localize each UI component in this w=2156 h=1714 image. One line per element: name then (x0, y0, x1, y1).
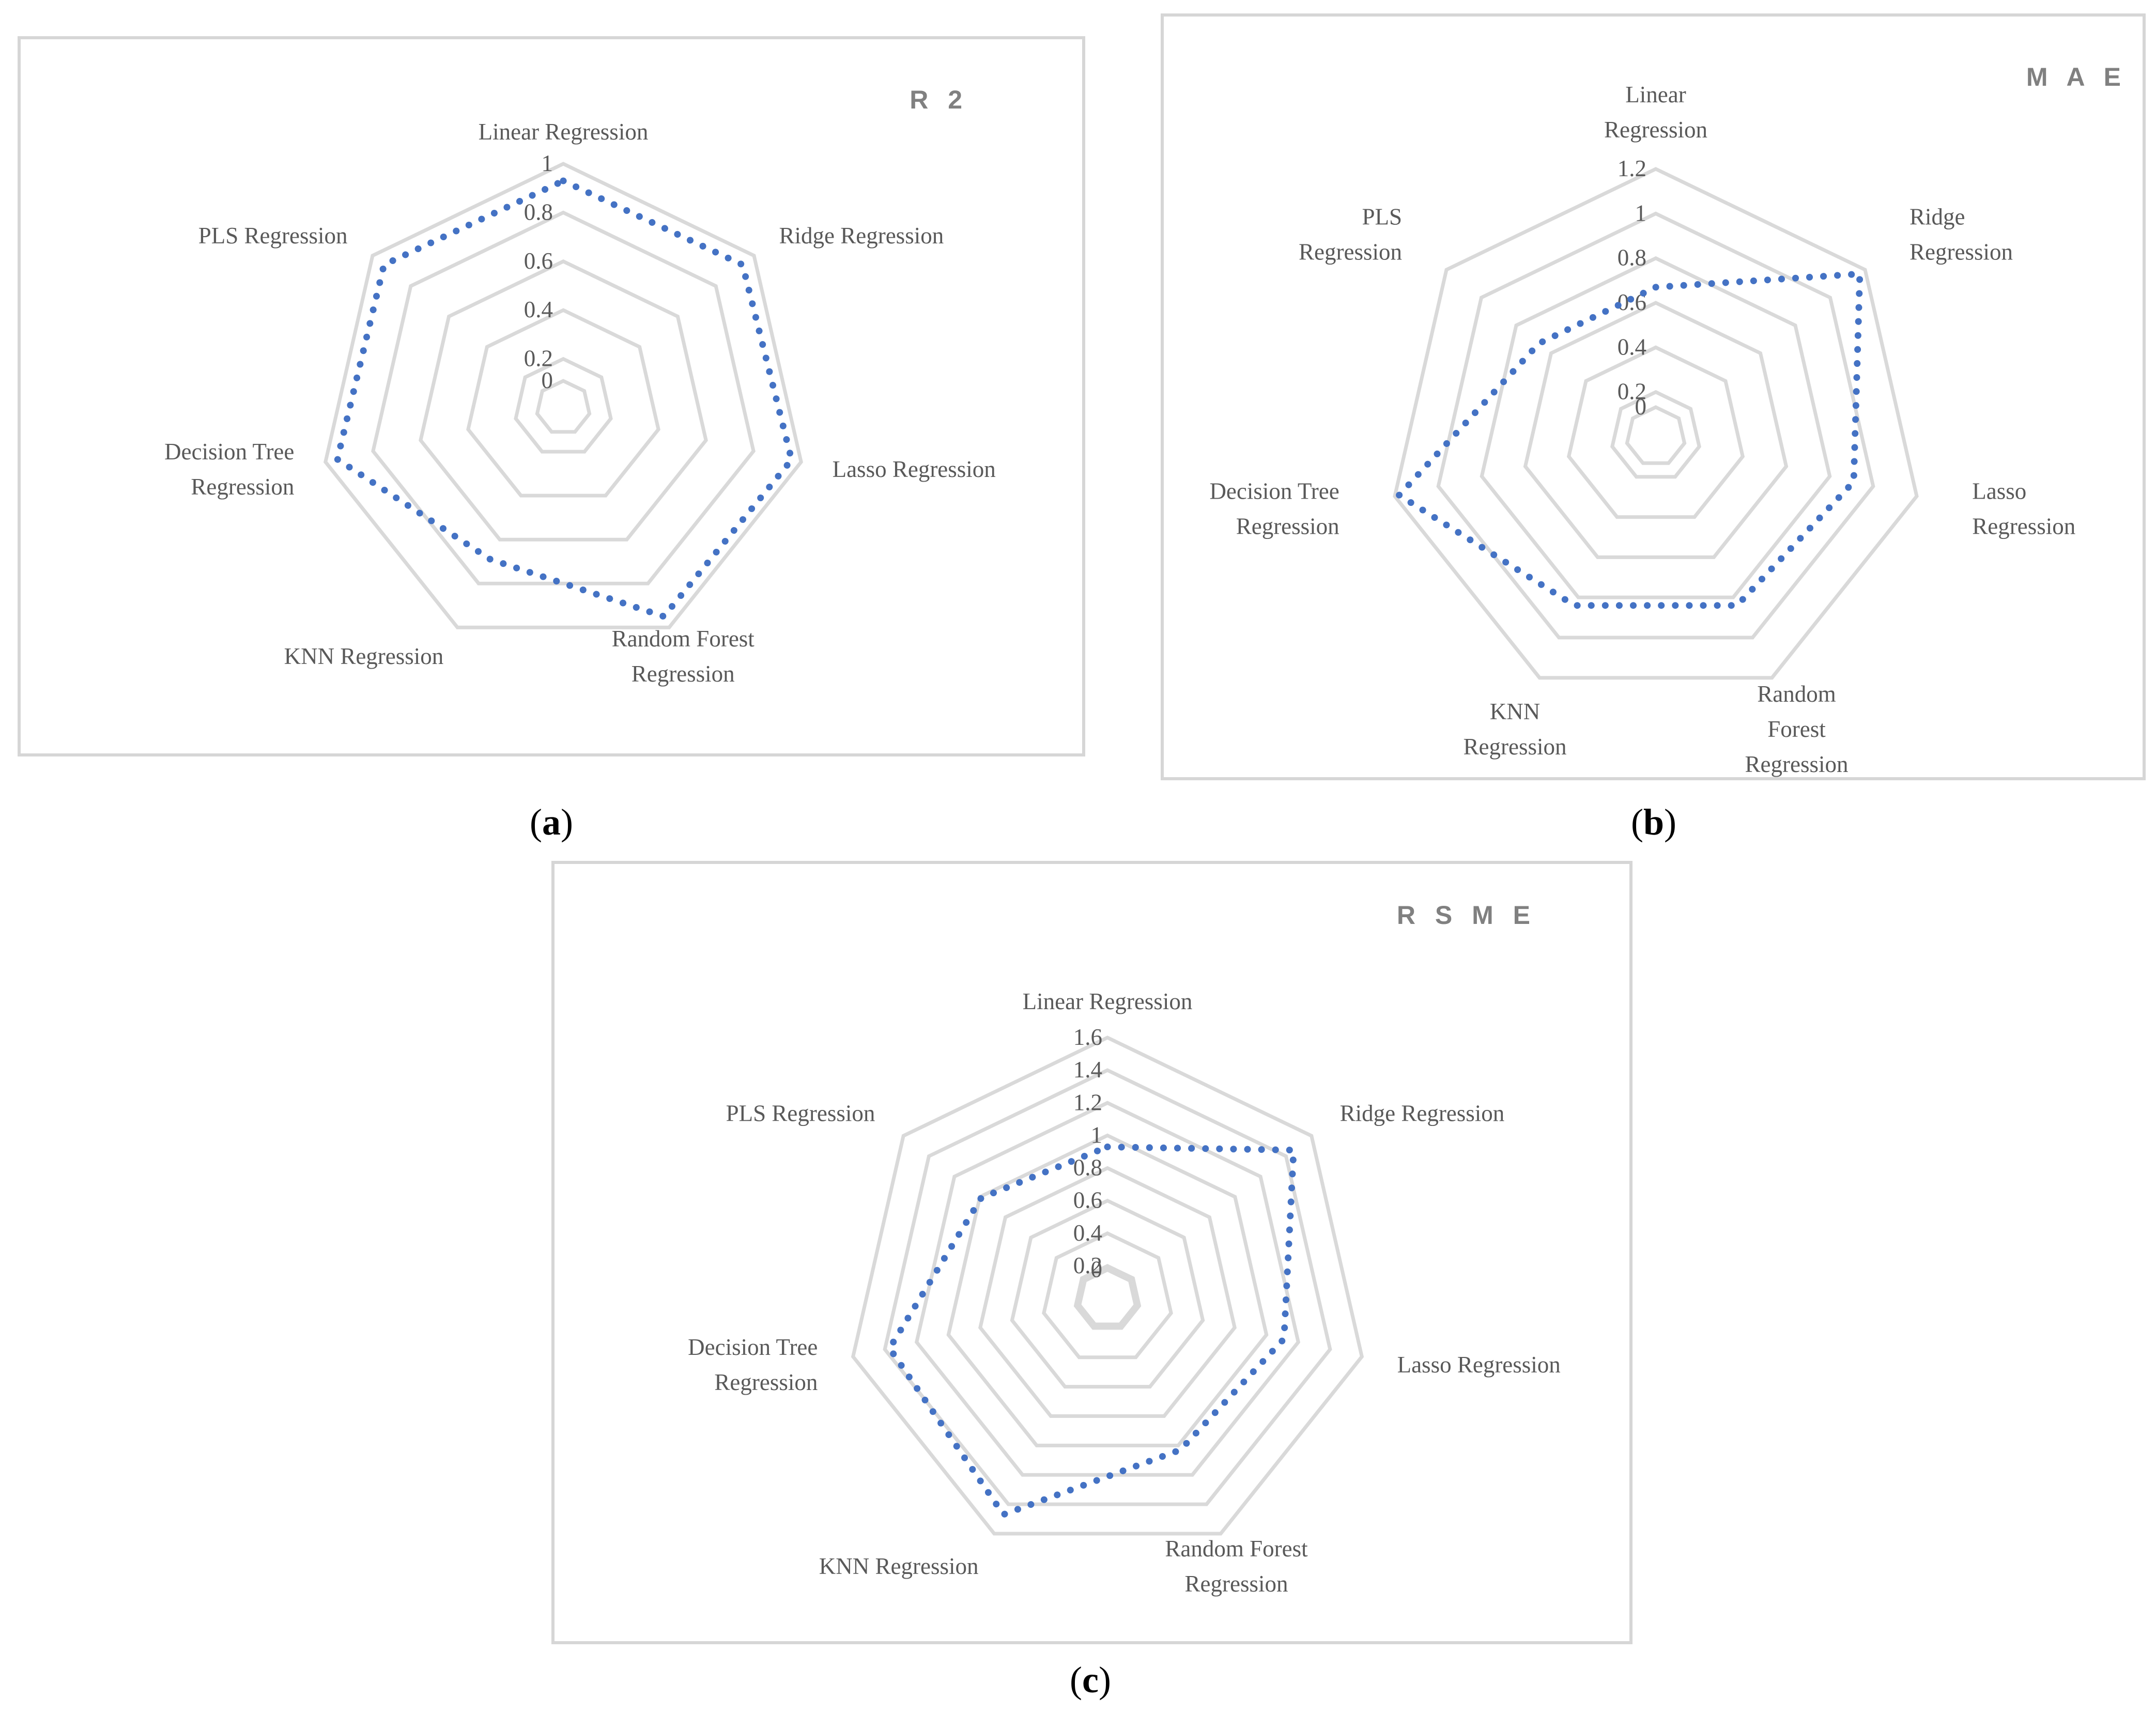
chart-title: M A E (2026, 63, 2127, 91)
tick-label: 0.8 (1073, 1155, 1102, 1181)
axis-label: KNN Regression (284, 643, 444, 669)
grid-ring (1010, 1198, 1205, 1389)
tick-label: 1.2 (1618, 156, 1646, 181)
tick-label: 0.8 (524, 199, 553, 225)
tick-label: 1.4 (1073, 1057, 1102, 1083)
tick-label: 0.2 (1618, 379, 1646, 405)
grid-ring (1436, 211, 1875, 640)
grid-ring (1523, 301, 1789, 559)
chart-title: R 2 (910, 85, 968, 114)
tick-label: 0.2 (524, 346, 553, 372)
grid-ring (978, 1166, 1237, 1418)
axis-label: PLS Regression (726, 1101, 875, 1126)
chart-title: R S M E (1396, 901, 1536, 930)
grid-ring (1566, 345, 1745, 519)
grid (324, 162, 803, 629)
grid-ring (466, 308, 660, 498)
tick-label: 0 (1091, 1257, 1103, 1283)
caption-a: (a) (530, 801, 573, 843)
tick-label: 1.6 (1073, 1024, 1102, 1050)
tick-labels: 00.2 0.4 0.6 0.8 1 (524, 150, 553, 393)
tick-labels: 00.20.40.60.811.2 (1618, 156, 1646, 420)
tick-label: 0.6 (1073, 1187, 1102, 1213)
grid-ring (324, 162, 803, 629)
grid-ring (514, 357, 613, 454)
tick-label: 1 (542, 150, 553, 176)
axis-label: Linear Regression (479, 119, 649, 145)
series-line (334, 177, 795, 620)
tick-label: 0.4 (1618, 334, 1646, 360)
axis-label: PLS Regression (198, 223, 348, 249)
grid-ring (535, 379, 592, 434)
series-line (1395, 270, 1864, 609)
caption-b: (b) (1630, 801, 1677, 843)
axis-label: Linear Regression (1023, 989, 1193, 1014)
tick-label: 0.2 (1073, 1253, 1102, 1278)
tick-label: 0.4 (524, 297, 553, 322)
series-line (886, 1144, 1297, 1518)
grid-ring (1610, 390, 1701, 479)
grid-ring (371, 210, 756, 585)
grid-ring (419, 259, 708, 542)
tick-label: 1 (1635, 200, 1647, 226)
tick-label: 1 (1091, 1122, 1103, 1148)
tick-labels: 00.2 0.4 0.6 0.8 1 1.2 1.4 1.6 (1073, 1024, 1102, 1283)
axis-label: Lasso Regression (833, 456, 996, 482)
tick-label: 0.8 (1618, 245, 1646, 271)
grid-ring (1042, 1231, 1173, 1360)
axis-label: Lasso Regression (1397, 1352, 1561, 1378)
grid-ring (851, 1036, 1364, 1536)
grid-ring (1393, 167, 1919, 680)
tick-label: 0 (1635, 394, 1647, 420)
grid-ring (1077, 1268, 1137, 1326)
axis-label: Ridge Regression (779, 223, 944, 249)
grid-ring (1073, 1264, 1142, 1330)
grid-ring (914, 1101, 1301, 1477)
tick-label: 1.2 (1073, 1089, 1102, 1115)
tick-label: 0 (542, 367, 553, 393)
grid-ring (946, 1133, 1269, 1447)
grid-ring (1480, 256, 1832, 599)
axis-label: KNN Regression (819, 1553, 979, 1579)
tick-label: 0.4 (1073, 1220, 1102, 1246)
caption-c: (c) (1070, 1659, 1111, 1701)
grid (851, 1036, 1364, 1536)
tick-label: 0.6 (524, 248, 553, 274)
grid-ring (1625, 405, 1687, 465)
grid (1393, 167, 1919, 680)
axis-label: Ridge Regression (1340, 1101, 1505, 1126)
